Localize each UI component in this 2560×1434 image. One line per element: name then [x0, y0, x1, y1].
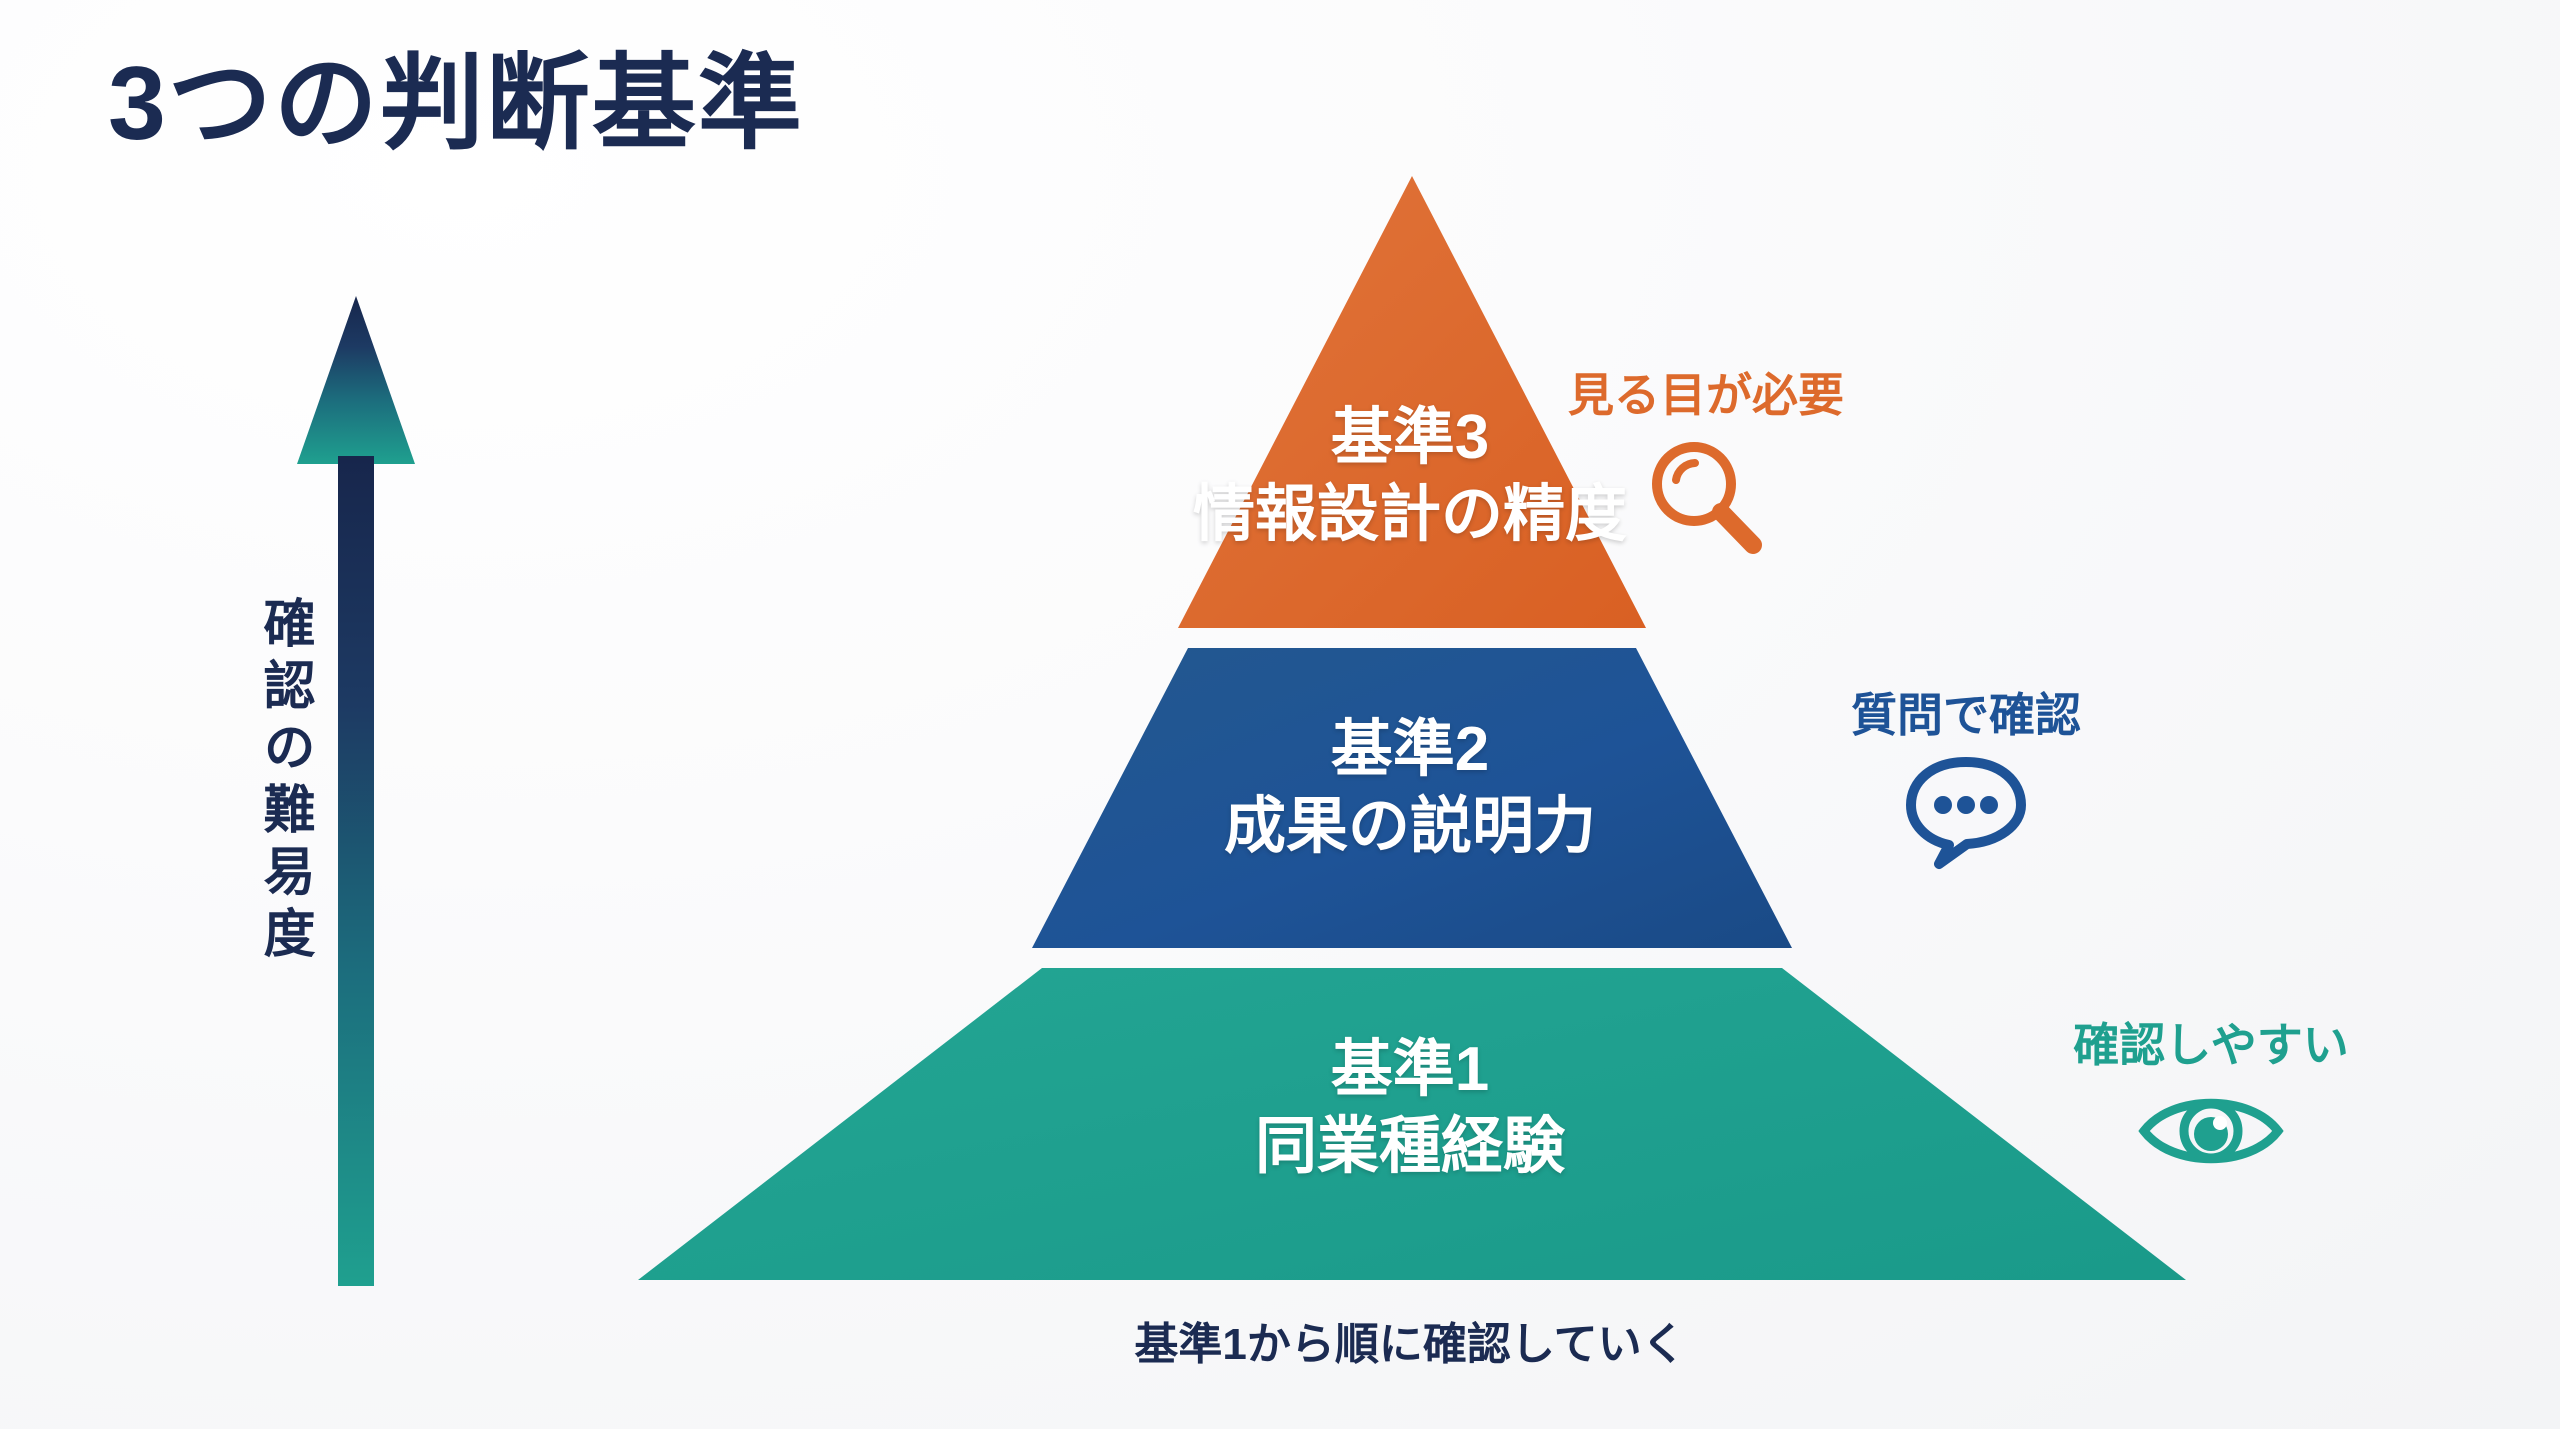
annotation-tier-2-text: 質問で確認 [1851, 689, 2081, 741]
annotation-tier-3: 見る目が必要 [1536, 372, 1876, 560]
pyramid-tier-1-label: 基準1 同業種経験 [1254, 1035, 1565, 1181]
annotation-tier-1: 確認しやすい [2036, 1022, 2386, 1180]
annotation-tier-3-text: 見る目が必要 [1568, 369, 1844, 421]
page-title: 3つの判断基準 [108, 46, 804, 162]
annotation-tier-1-text: 確認しやすい [2073, 1019, 2349, 1071]
axis-label: 確認の難易度 [255, 596, 313, 968]
difficulty-axis: 確認の難易度 [0, 0, 520, 1429]
pyramid-tier-1-shape [638, 968, 2186, 1280]
pyramid-tier-3-label: 基準3 情報設計の精度 [1192, 403, 1627, 549]
pyramid-tier-2-label: 基準2 成果の説明力 [1223, 715, 1596, 861]
pyramid-tier-2-shape [1032, 648, 1792, 948]
footer-caption: 基準1から順に確認していく [1134, 1320, 1686, 1369]
annotation-tier-2: 質問で確認 [1806, 692, 2126, 870]
pyramid-tier-3-shape [1178, 176, 1646, 628]
up-arrow-icon [296, 296, 416, 1301]
eye-icon [2036, 1082, 2386, 1180]
speech-bubble-icon [1806, 752, 2126, 870]
magnifier-icon [1536, 432, 1876, 560]
